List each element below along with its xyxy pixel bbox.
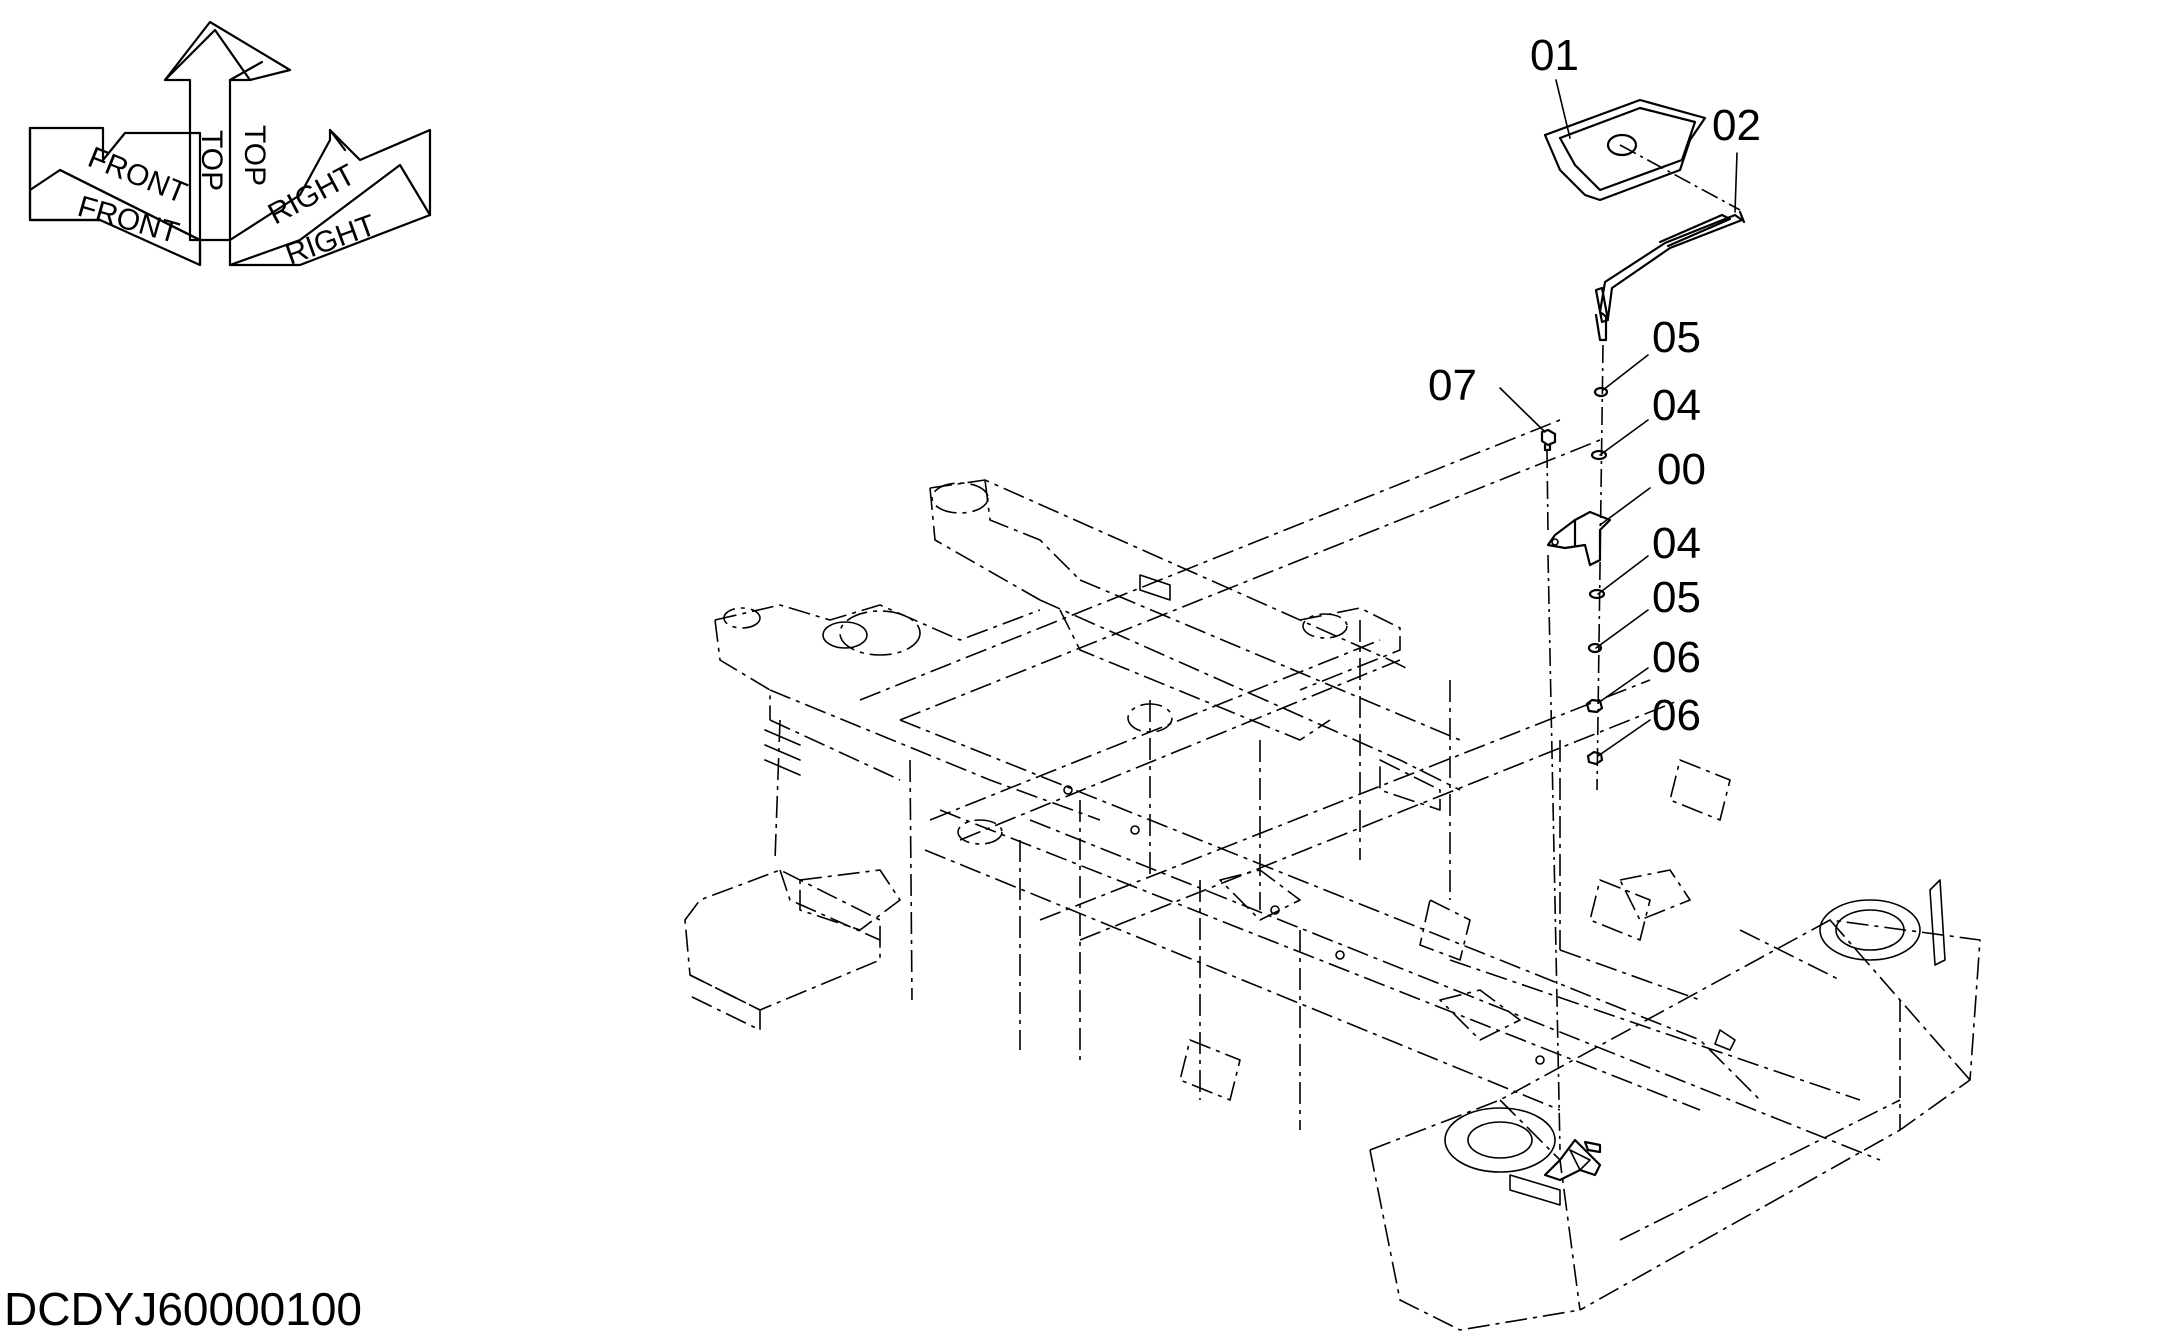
part-07-bolt — [1540, 428, 1557, 452]
right-label-group: RIGHT RIGHT — [263, 158, 380, 271]
leader-lines — [1499, 79, 1738, 757]
document-id: DCDYJ60000100 — [4, 1283, 363, 1335]
top-label-left: TOP — [195, 130, 228, 191]
callout-06-lower: 06 — [1652, 691, 1701, 740]
callout-02: 02 — [1712, 101, 1761, 150]
callout-04-lower: 04 — [1652, 519, 1701, 568]
callout-04-upper: 04 — [1652, 381, 1701, 430]
part-00-plate — [1546, 510, 1612, 567]
part-06-nut-upper — [1585, 698, 1604, 714]
top-label-right: TOP — [238, 125, 271, 186]
callout-07: 07 — [1428, 361, 1477, 410]
top-label-group: TOP TOP — [195, 125, 271, 191]
part-06-nut-lower — [1586, 750, 1604, 766]
part-02-rod — [1594, 210, 1746, 342]
part-04-washer-lower — [1588, 588, 1606, 600]
part-01-cap — [1543, 98, 1707, 202]
callout-01: 01 — [1530, 31, 1579, 80]
callout-05-lower: 05 — [1652, 573, 1701, 622]
callout-00: 00 — [1657, 445, 1706, 494]
part-04-washer-upper — [1590, 449, 1608, 461]
front-label-group: FRONT FRONT — [74, 141, 191, 250]
callouts: 01 02 05 07 04 00 04 05 06 06 — [1428, 31, 1761, 740]
part-05-nut-upper — [1593, 386, 1609, 398]
callout-06-upper: 06 — [1652, 633, 1701, 682]
part-05-nut-lower — [1587, 642, 1603, 654]
exploded-assembly — [1540, 98, 1746, 1151]
part-00-bracket — [1543, 1138, 1602, 1182]
callout-05-upper: 05 — [1652, 313, 1701, 362]
orientation-symbol: FRONT FRONT TOP TOP RIGHT RIGHT — [28, 20, 432, 272]
frame-phantom — [684, 419, 1981, 1331]
